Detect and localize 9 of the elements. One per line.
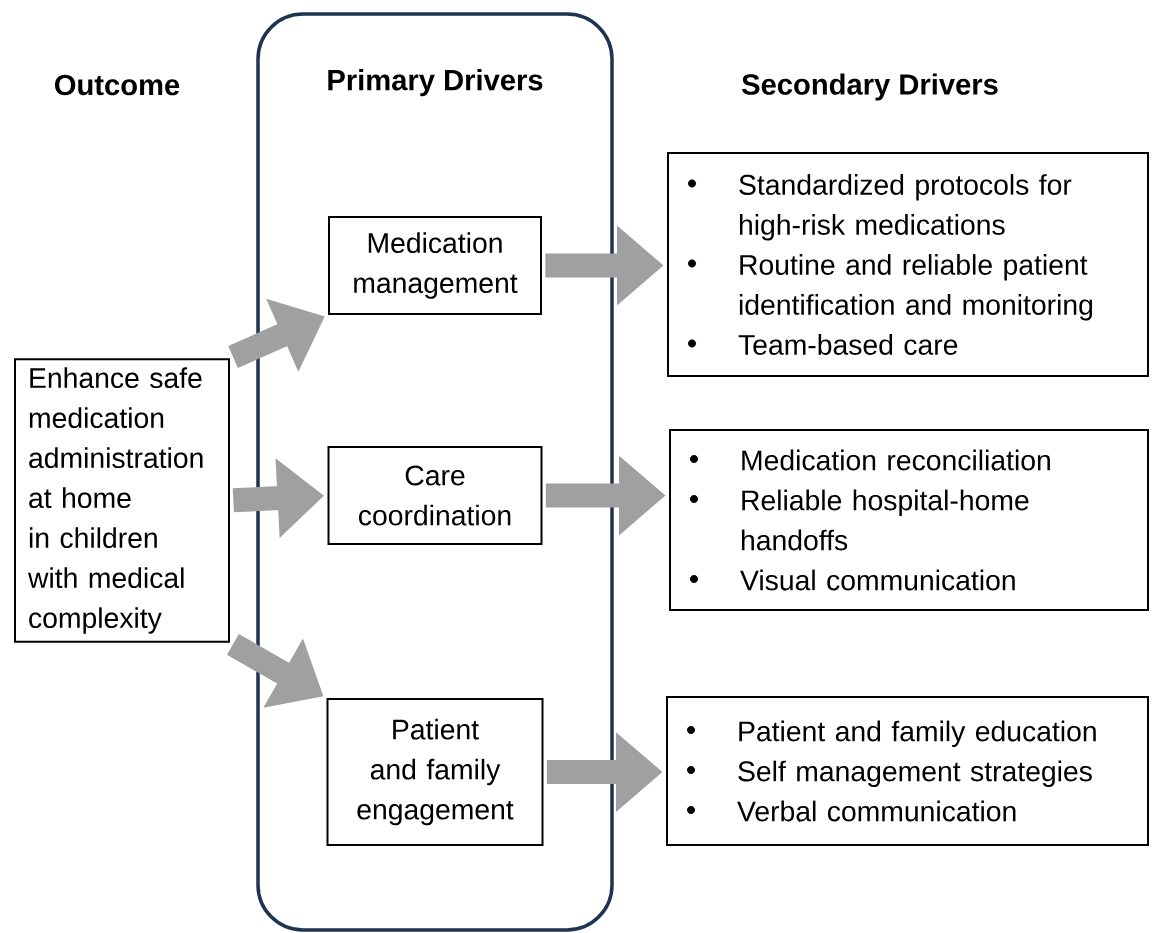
process-box: Medication reconciliation Reliable hospital-home handoffs Visual communication — [669, 429, 1149, 611]
process-box: Standardized protocols for high-risk medications Routine and reliable patient identification and monitoring Team-based care — [667, 152, 1149, 377]
process-box: Enhance safe medication administration at home in children with medical complexity — [14, 358, 230, 643]
process-box: Medication management — [328, 216, 542, 315]
column-heading: Outcome — [55, 74, 180, 96]
process-box: Care coordination — [327, 446, 543, 545]
process-box: Patient and family engagement — [326, 698, 544, 846]
process-box: Patient and family education Self management strategies Verbal communication — [666, 696, 1149, 846]
column-heading: Secondary Drivers — [741, 73, 998, 101]
